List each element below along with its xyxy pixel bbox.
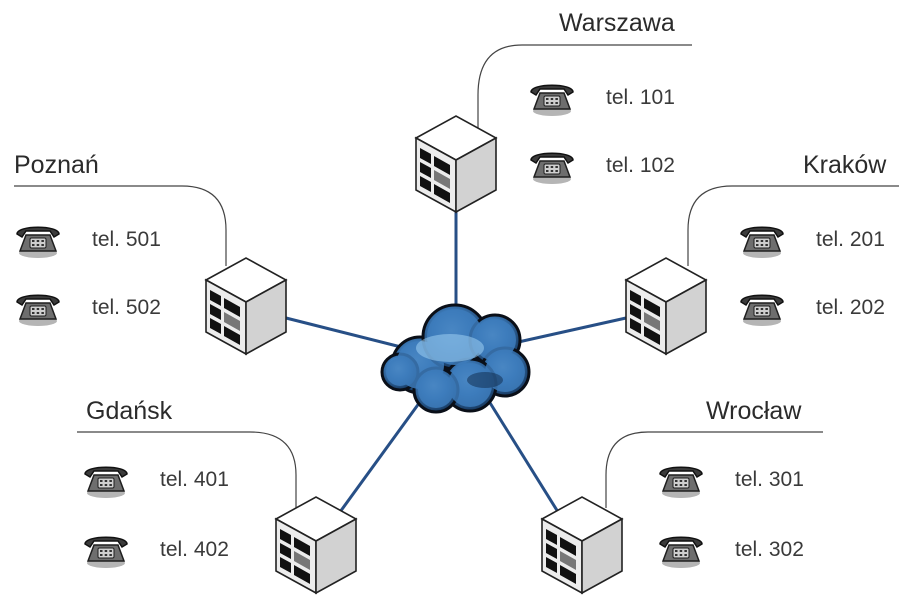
telephone-icon [82, 460, 130, 500]
phone-row: tel. 501 [14, 218, 161, 262]
phone-row: tel. 502 [14, 286, 161, 330]
telephone-icon [14, 220, 62, 260]
server-icon-warszawa [415, 115, 497, 213]
callout-krakow [687, 185, 899, 266]
link-wroclaw [485, 397, 560, 513]
telephone-icon [657, 460, 705, 500]
callout-wroclaw [605, 431, 823, 508]
callout-warszawa [477, 44, 692, 128]
telephone-icon [738, 220, 786, 260]
network-links [285, 210, 627, 513]
site-title-poznan: Poznań [14, 151, 99, 179]
site-title-gdansk: Gdańsk [86, 397, 173, 425]
telephone-icon [528, 78, 576, 118]
phone-row: tel. 401 [82, 458, 229, 502]
phone-number: tel. 101 [606, 86, 675, 109]
server-icon-krakow [625, 257, 707, 355]
server-icon-poznan [205, 257, 287, 355]
phone-row: tel. 202 [738, 286, 885, 330]
phone-number: tel. 301 [735, 468, 804, 491]
phone-number: tel. 401 [160, 468, 229, 491]
phone-number: tel. 201 [816, 228, 885, 251]
telephone-icon [82, 530, 130, 570]
phone-row: tel. 301 [657, 458, 804, 502]
telephone-icon [738, 288, 786, 328]
phone-number: tel. 402 [160, 538, 229, 561]
telephone-icon [14, 288, 62, 328]
link-poznan [285, 316, 406, 350]
phone-row: tel. 102 [528, 144, 675, 188]
site-title-krakow: Kraków [803, 151, 887, 179]
cloud-icon [380, 303, 531, 414]
link-krakow [504, 316, 627, 347]
phone-row: tel. 101 [528, 76, 675, 120]
site-title-warszawa: Warszawa [559, 9, 675, 37]
phone-number: tel. 502 [92, 296, 161, 319]
phone-number: tel. 302 [735, 538, 804, 561]
link-gdansk [338, 394, 427, 513]
phone-number: tel. 501 [92, 228, 161, 251]
phone-number: tel. 102 [606, 154, 675, 177]
phone-row: tel. 402 [82, 528, 229, 572]
phone-number: tel. 202 [816, 296, 885, 319]
telephone-icon [528, 146, 576, 186]
callout-lines [14, 44, 899, 508]
phone-row: tel. 302 [657, 528, 804, 572]
server-icon-wroclaw [541, 496, 623, 594]
callout-poznan [14, 185, 227, 266]
callout-gdansk [77, 431, 297, 508]
phone-row: tel. 201 [738, 218, 885, 262]
telephone-icon [657, 530, 705, 570]
server-icon-gdansk [275, 496, 357, 594]
site-title-wroclaw: Wrocław [706, 397, 802, 425]
